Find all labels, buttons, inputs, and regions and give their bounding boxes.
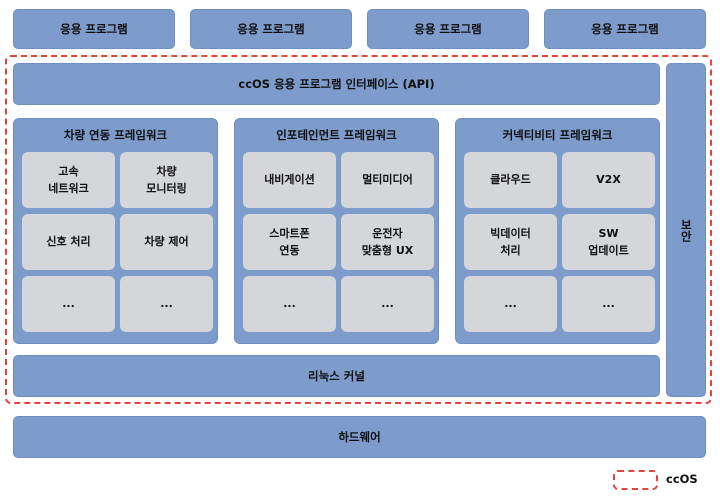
api-bar: ccOS 응용 프로그램 인터페이스 (API) — [13, 63, 660, 105]
framework-item: ... — [341, 276, 434, 332]
framework-item: 클라우드 — [464, 152, 557, 208]
framework-item: 차량 모니터링 — [120, 152, 213, 208]
framework-item: 내비게이션 — [243, 152, 336, 208]
side-bar: 보안 — [666, 63, 706, 397]
framework-item: V2X — [562, 152, 655, 208]
framework-item: ... — [243, 276, 336, 332]
framework-panel-vehicle: 차량 연동 프레임워크 고속 네트워크 차량 모니터링 신호 처리 차량 제어 … — [13, 118, 218, 344]
app-box-1: 응용 프로그램 — [13, 9, 175, 49]
framework-item: ... — [562, 276, 655, 332]
kernel-bar: 리눅스 커널 — [13, 355, 660, 397]
framework-item: 신호 처리 — [22, 214, 115, 270]
legend-swatch — [613, 470, 658, 490]
framework-item: ... — [22, 276, 115, 332]
app-box-3: 응용 프로그램 — [367, 9, 529, 49]
framework-title: 차량 연동 프레임워크 — [63, 128, 168, 142]
framework-item: 운전자 맞춤형 UX — [341, 214, 434, 270]
app-box-4: 응용 프로그램 — [544, 9, 706, 49]
framework-title: 커넥티비티 프레임워크 — [502, 128, 613, 142]
framework-item: 차량 제어 — [120, 214, 213, 270]
framework-item: 고속 네트워크 — [22, 152, 115, 208]
framework-item: 빅데이터 처리 — [464, 214, 557, 270]
legend-label: ccOS — [666, 472, 698, 486]
side-bar-label: 보안 — [679, 218, 694, 242]
framework-title: 인포테인먼트 프레임워크 — [276, 128, 397, 142]
app-box-2: 응용 프로그램 — [190, 9, 352, 49]
framework-panel-connectivity: 커넥티비티 프레임워크 클라우드 V2X 빅데이터 처리 SW 업데이트 ...… — [455, 118, 660, 344]
framework-item: ... — [464, 276, 557, 332]
framework-item: 멀티미디어 — [341, 152, 434, 208]
framework-item: SW 업데이트 — [562, 214, 655, 270]
hardware-bar: 하드웨어 — [13, 416, 706, 458]
framework-item: 스마트폰 연동 — [243, 214, 336, 270]
framework-item: ... — [120, 276, 213, 332]
framework-panel-infotainment: 인포테인먼트 프레임워크 내비게이션 멀티미디어 스마트폰 연동 운전자 맞춤형… — [234, 118, 439, 344]
